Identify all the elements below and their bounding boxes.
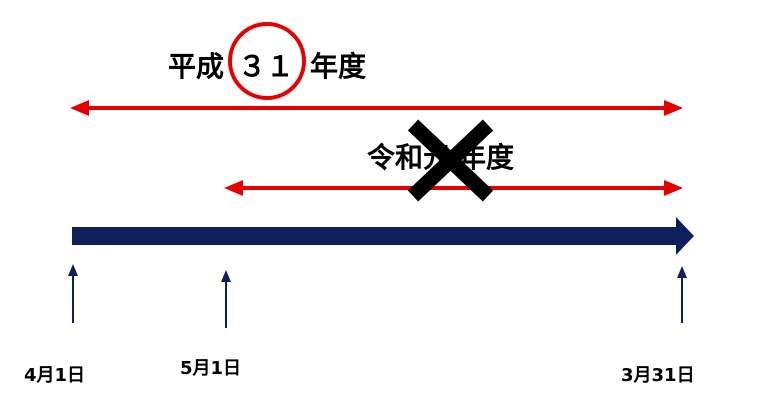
- reiwa-start-pointer-arrow: [221, 270, 231, 328]
- reiwa-period-arrow: [224, 180, 683, 196]
- start-date-label: 4月1日: [24, 365, 85, 386]
- heisei-suffix-label: 年度: [310, 50, 366, 83]
- end-pointer-arrow: [677, 266, 687, 323]
- reiwa-prefix-label: 令和: [367, 141, 423, 174]
- highlight-circle: [228, 22, 306, 100]
- cross-out-mark: [407, 119, 494, 202]
- timeline-arrow: [72, 217, 694, 255]
- heisei-prefix-label: 平成: [168, 50, 224, 83]
- end-date-label: 3月31日: [621, 365, 695, 386]
- reiwa-start-date-label: 5月1日: [180, 358, 241, 379]
- start-pointer-arrow: [68, 264, 78, 323]
- heisei-period-arrow: [70, 100, 683, 116]
- heisei-year-number: ３１: [238, 50, 294, 83]
